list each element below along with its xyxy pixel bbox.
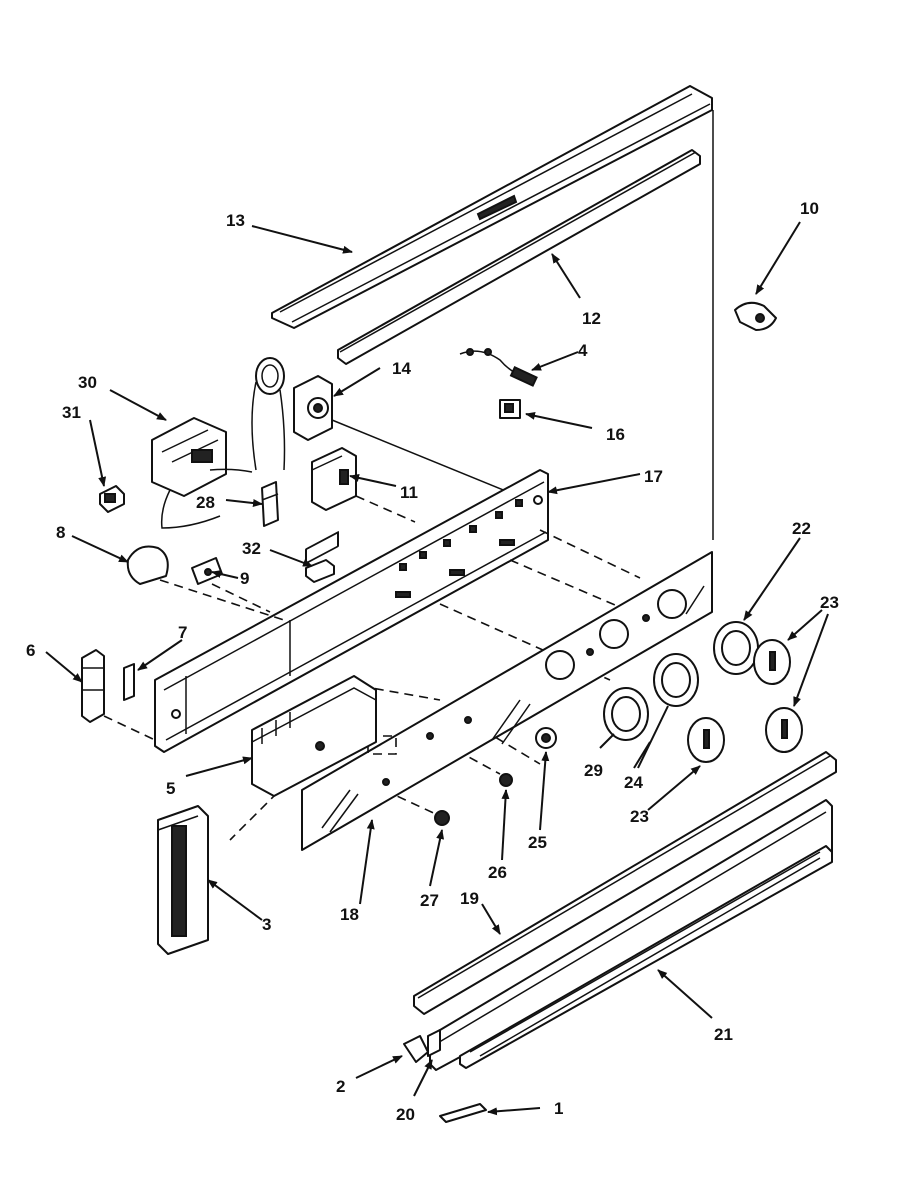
part-3-handle xyxy=(157,805,209,955)
part-31-clip xyxy=(99,485,125,513)
callout-23-upper: 23 xyxy=(820,593,839,612)
callout-32: 32 xyxy=(242,539,261,558)
part-17-control-panel-frame xyxy=(154,469,549,753)
part-22-bezel xyxy=(713,621,759,675)
part-13-top-trim xyxy=(271,85,713,329)
part-4-wire xyxy=(459,348,538,387)
callout-25: 25 xyxy=(528,833,547,852)
part-32-clip xyxy=(305,559,335,583)
callout-18: 18 xyxy=(340,905,359,924)
callout-3: 3 xyxy=(262,915,271,934)
callout-2: 2 xyxy=(336,1077,345,1096)
part-27-screw xyxy=(434,810,450,826)
part-2-clip xyxy=(403,1035,429,1063)
part-28-bracket xyxy=(261,481,279,527)
callout-23-lower: 23 xyxy=(630,807,649,826)
part-23-knob-lower xyxy=(687,717,725,763)
callout-29: 29 xyxy=(584,761,603,780)
callout-20: 20 xyxy=(396,1105,415,1124)
part-6-bracket xyxy=(81,649,156,741)
part-26-nut xyxy=(499,773,513,787)
part-24-bezel xyxy=(653,653,699,707)
leader-lines xyxy=(45,221,829,1116)
callout-12: 12 xyxy=(582,309,601,328)
callout-14: 14 xyxy=(392,359,411,378)
part-1-strip xyxy=(439,1103,487,1123)
callout-7: 7 xyxy=(178,623,187,642)
callout-30: 30 xyxy=(78,373,97,392)
part-7-plate xyxy=(123,663,135,701)
callout-17: 17 xyxy=(644,467,663,486)
part-25-knob-shaft xyxy=(535,727,557,749)
thermostat-coil xyxy=(251,357,286,471)
callout-27: 27 xyxy=(420,891,439,910)
callout-1: 1 xyxy=(554,1099,563,1118)
part-12-strip xyxy=(337,149,701,365)
callout-26: 26 xyxy=(488,863,507,882)
callout-19: 19 xyxy=(460,889,479,908)
callout-9: 9 xyxy=(240,569,249,588)
callout-16: 16 xyxy=(606,425,625,444)
part-29-bezel xyxy=(603,687,649,741)
part-23-knob-upper xyxy=(753,639,791,685)
part-18-glass-panel xyxy=(301,551,713,851)
callout-24: 24 xyxy=(624,773,643,792)
part-8-cap xyxy=(126,545,169,585)
callout-28: 28 xyxy=(196,493,215,512)
callout-4: 4 xyxy=(578,341,588,360)
callout-21: 21 xyxy=(714,1025,733,1044)
callout-8: 8 xyxy=(56,523,65,542)
callout-labels: 13 12 10 4 14 16 30 31 11 17 28 22 8 32 … xyxy=(26,199,839,1124)
part-19-bottom-trim xyxy=(413,751,837,1015)
part-30-terminal-block xyxy=(151,417,253,529)
part-21-bottom-rail xyxy=(429,799,833,1071)
part-10-clip xyxy=(734,301,777,331)
part-23-knob-right xyxy=(765,707,803,753)
part-16-connector xyxy=(499,399,521,419)
callout-10: 10 xyxy=(800,199,819,218)
part-5-clock-module xyxy=(251,531,377,797)
callout-31: 31 xyxy=(62,403,81,422)
callout-5: 5 xyxy=(166,779,175,798)
callout-11: 11 xyxy=(400,483,418,502)
part-9-bracket xyxy=(191,557,223,585)
part-11-relay xyxy=(311,447,416,523)
callout-13: 13 xyxy=(226,211,245,230)
callout-6: 6 xyxy=(26,641,35,660)
part-20-end-cap xyxy=(427,1029,441,1057)
callout-22: 22 xyxy=(792,519,811,538)
